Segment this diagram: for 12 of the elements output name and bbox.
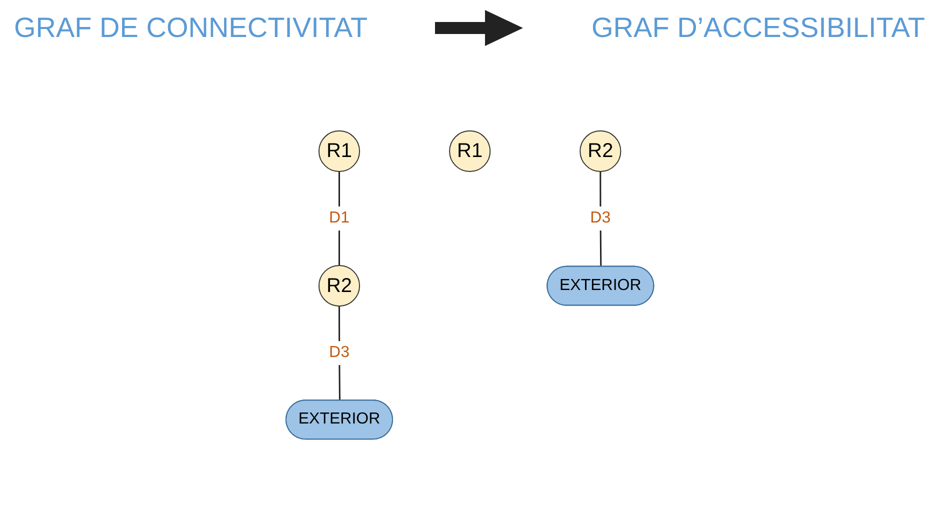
edge-label: D3 [590, 210, 610, 226]
connector [338, 172, 340, 266]
edge-label: D3 [328, 344, 350, 362]
connector [338, 306, 340, 401]
node-circle: R2 [579, 130, 621, 172]
graph-heading: GRAF DE CONNECTIVITAT [14, 12, 368, 44]
graph-heading: GRAF D’ACCESSIBILITAT [592, 12, 925, 44]
connector [599, 172, 602, 267]
edge-label: D1 [328, 210, 350, 226]
node-circle: R1 [318, 130, 360, 172]
node-circle: R2 [318, 265, 360, 307]
node-circle: R1 [448, 130, 490, 172]
